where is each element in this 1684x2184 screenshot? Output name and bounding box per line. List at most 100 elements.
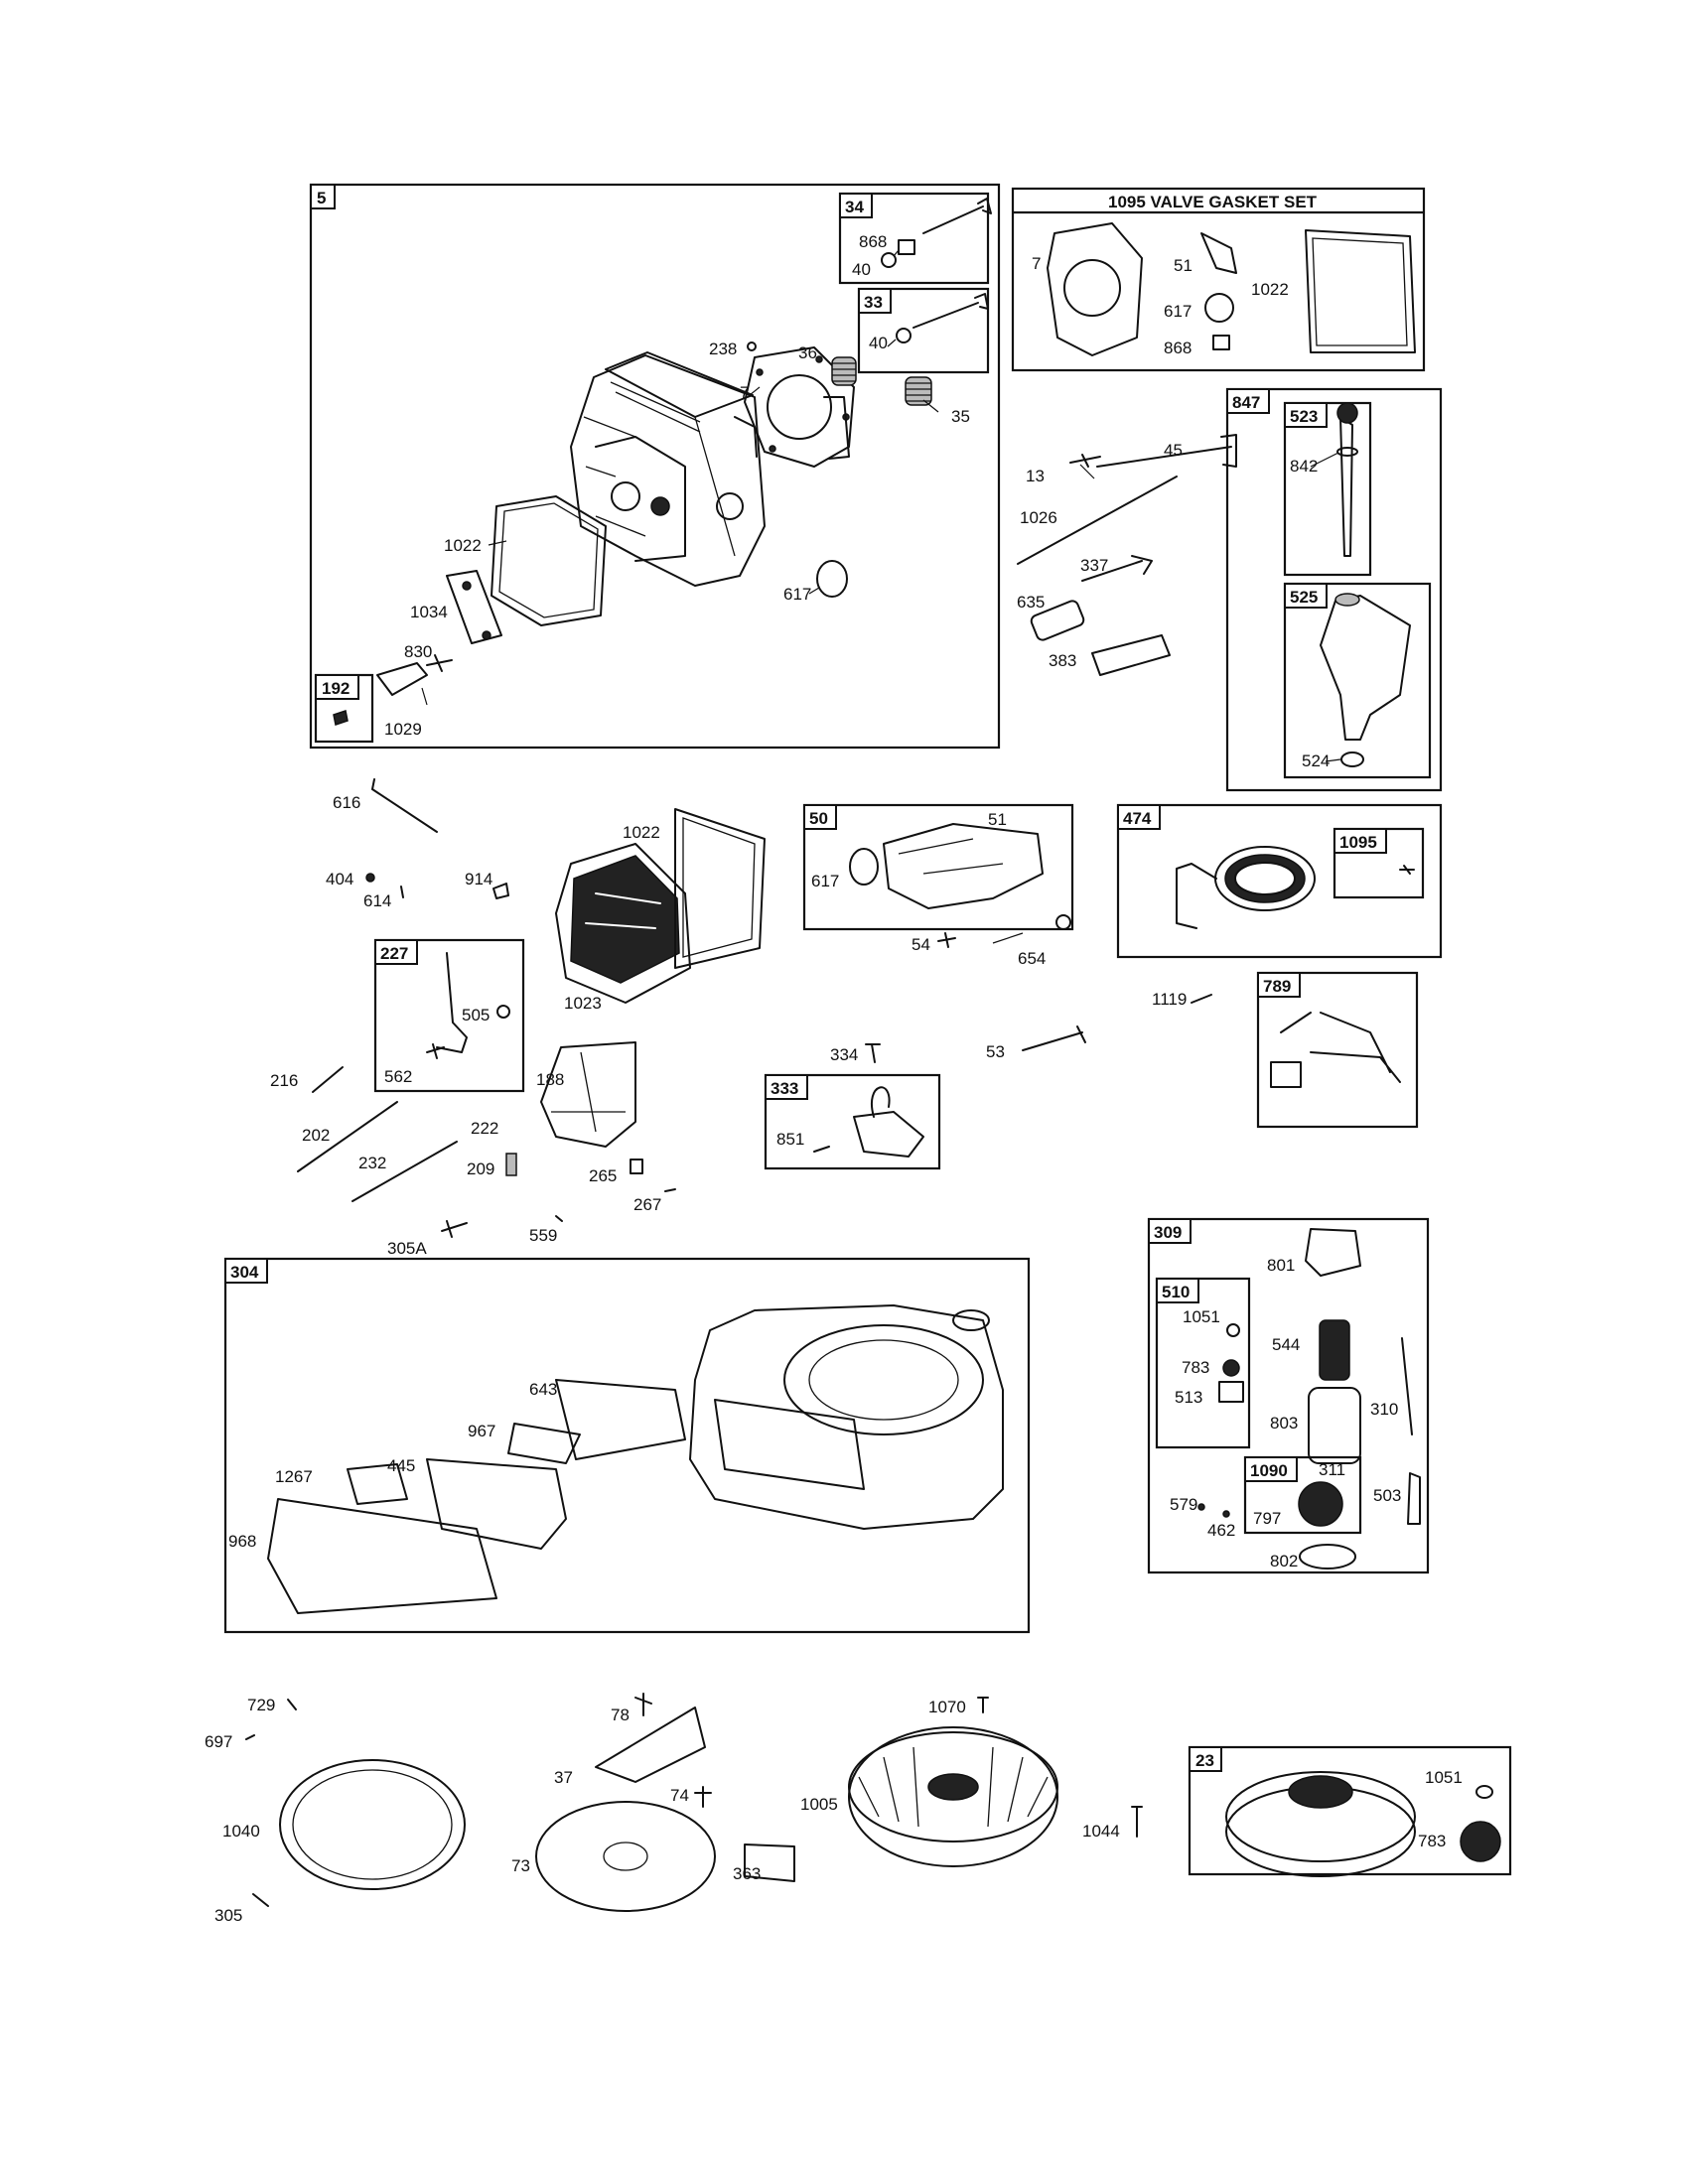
label-36: 36 bbox=[798, 343, 817, 362]
tag-227: 227 bbox=[380, 944, 408, 963]
label-51: 51 bbox=[1174, 256, 1193, 275]
tag-1095-valve-gasket-set: 1095 VALVE GASKET SET bbox=[1108, 193, 1318, 211]
box-333 bbox=[764, 1073, 941, 1170]
valve-34-drawing bbox=[922, 198, 992, 234]
label-967: 967 bbox=[468, 1422, 495, 1440]
label-40: 40 bbox=[869, 334, 888, 352]
breather-1029-drawing bbox=[376, 662, 428, 696]
label-616: 616 bbox=[333, 793, 360, 812]
label-635: 635 bbox=[1017, 593, 1045, 612]
tag-50: 50 bbox=[809, 809, 828, 828]
bracket-188-drawing bbox=[540, 1041, 636, 1148]
label-801: 801 bbox=[1267, 1256, 1295, 1275]
label-13: 13 bbox=[1026, 467, 1045, 485]
label-1022: 1022 bbox=[623, 823, 660, 842]
label-35: 35 bbox=[951, 407, 970, 426]
label-54: 54 bbox=[912, 935, 930, 954]
label-617: 617 bbox=[783, 585, 811, 604]
label-868: 868 bbox=[859, 232, 887, 251]
tag-333: 333 bbox=[771, 1079, 798, 1098]
tag-192: 192 bbox=[322, 679, 350, 698]
label-222: 222 bbox=[471, 1119, 498, 1138]
valve-spring-35-drawing bbox=[905, 376, 932, 406]
label-1040: 1040 bbox=[222, 1822, 260, 1841]
label-1034: 1034 bbox=[410, 603, 448, 621]
intake-50-drawing bbox=[883, 823, 1044, 909]
label-559: 559 bbox=[529, 1226, 557, 1245]
box-523 bbox=[1283, 401, 1372, 577]
label-1044: 1044 bbox=[1082, 1822, 1120, 1841]
label-462: 462 bbox=[1207, 1521, 1235, 1540]
label-53: 53 bbox=[986, 1042, 1005, 1061]
label-1051: 1051 bbox=[1183, 1307, 1220, 1326]
label-851: 851 bbox=[776, 1130, 804, 1149]
label-334: 334 bbox=[830, 1045, 858, 1064]
box-789 bbox=[1256, 971, 1419, 1129]
valve-cover-1023-drawing bbox=[555, 843, 691, 1004]
valve-spring-36-drawing bbox=[831, 356, 857, 386]
label-524: 524 bbox=[1302, 751, 1330, 770]
label-783: 783 bbox=[1418, 1832, 1446, 1850]
label-654: 654 bbox=[1018, 949, 1046, 968]
label-617: 617 bbox=[1164, 302, 1192, 321]
label-45: 45 bbox=[1164, 441, 1183, 460]
label-310: 310 bbox=[1370, 1400, 1398, 1419]
tag-525: 525 bbox=[1290, 588, 1318, 607]
tag-1090: 1090 bbox=[1250, 1461, 1288, 1480]
ignition-333-drawing bbox=[853, 1111, 924, 1158]
label-216: 216 bbox=[270, 1071, 298, 1090]
label-363: 363 bbox=[733, 1864, 761, 1883]
group-boxes bbox=[223, 183, 1512, 1876]
ring-1040-drawing bbox=[279, 1759, 466, 1890]
label-311: 311 bbox=[1319, 1460, 1345, 1479]
head-gasket-drawing bbox=[744, 346, 855, 468]
label-868: 868 bbox=[1164, 339, 1192, 357]
label-51: 51 bbox=[988, 810, 1007, 829]
label-188: 188 bbox=[536, 1070, 564, 1089]
label-842: 842 bbox=[1290, 457, 1318, 476]
tag-474: 474 bbox=[1123, 809, 1152, 828]
box-1095-set bbox=[1011, 187, 1426, 372]
label-783: 783 bbox=[1182, 1358, 1209, 1377]
label-305: 305 bbox=[214, 1906, 242, 1925]
box-847 bbox=[1225, 387, 1443, 792]
box-474 bbox=[1116, 803, 1443, 959]
flywheel-23-drawing bbox=[1225, 1771, 1416, 1877]
label-209: 209 bbox=[467, 1160, 494, 1178]
label-1029: 1029 bbox=[384, 720, 422, 739]
label-1051: 1051 bbox=[1425, 1768, 1463, 1787]
label-643: 643 bbox=[529, 1380, 557, 1399]
part-illustrations bbox=[245, 198, 1501, 1912]
label-729: 729 bbox=[247, 1696, 275, 1714]
label-1267: 1267 bbox=[275, 1467, 313, 1486]
label-232: 232 bbox=[358, 1154, 386, 1172]
box-1090 bbox=[1243, 1455, 1362, 1535]
tag-847: 847 bbox=[1232, 393, 1260, 412]
box-227 bbox=[373, 938, 525, 1093]
flywheel-fan-1005-drawing bbox=[848, 1726, 1058, 1867]
tag-523: 523 bbox=[1290, 407, 1318, 426]
tag-23: 23 bbox=[1195, 1751, 1214, 1770]
label-803: 803 bbox=[1270, 1414, 1298, 1433]
label-544: 544 bbox=[1272, 1335, 1300, 1354]
tag-34: 34 bbox=[845, 198, 864, 216]
plate-1034-drawing bbox=[446, 570, 502, 644]
label-37: 37 bbox=[554, 1768, 573, 1787]
box-5 bbox=[309, 183, 1001, 750]
label-305A: 305A bbox=[387, 1239, 427, 1258]
label-562: 562 bbox=[384, 1067, 412, 1086]
label-7: 7 bbox=[1032, 254, 1041, 273]
label-40: 40 bbox=[852, 260, 871, 279]
cylinder-head-drawing bbox=[570, 351, 766, 587]
group-tags: 5 34 33 192 1095 VALVE GASKET SET 847 52… bbox=[224, 184, 1387, 1772]
label-238: 238 bbox=[709, 340, 737, 358]
label-265: 265 bbox=[589, 1166, 617, 1185]
label-383: 383 bbox=[1049, 651, 1076, 670]
tag-1095: 1095 bbox=[1339, 833, 1377, 852]
screen-73-drawing bbox=[535, 1801, 716, 1912]
label-830: 830 bbox=[404, 642, 432, 661]
box-510 bbox=[1155, 1277, 1251, 1449]
label-914: 914 bbox=[465, 870, 492, 888]
leader-lines bbox=[421, 249, 1341, 944]
